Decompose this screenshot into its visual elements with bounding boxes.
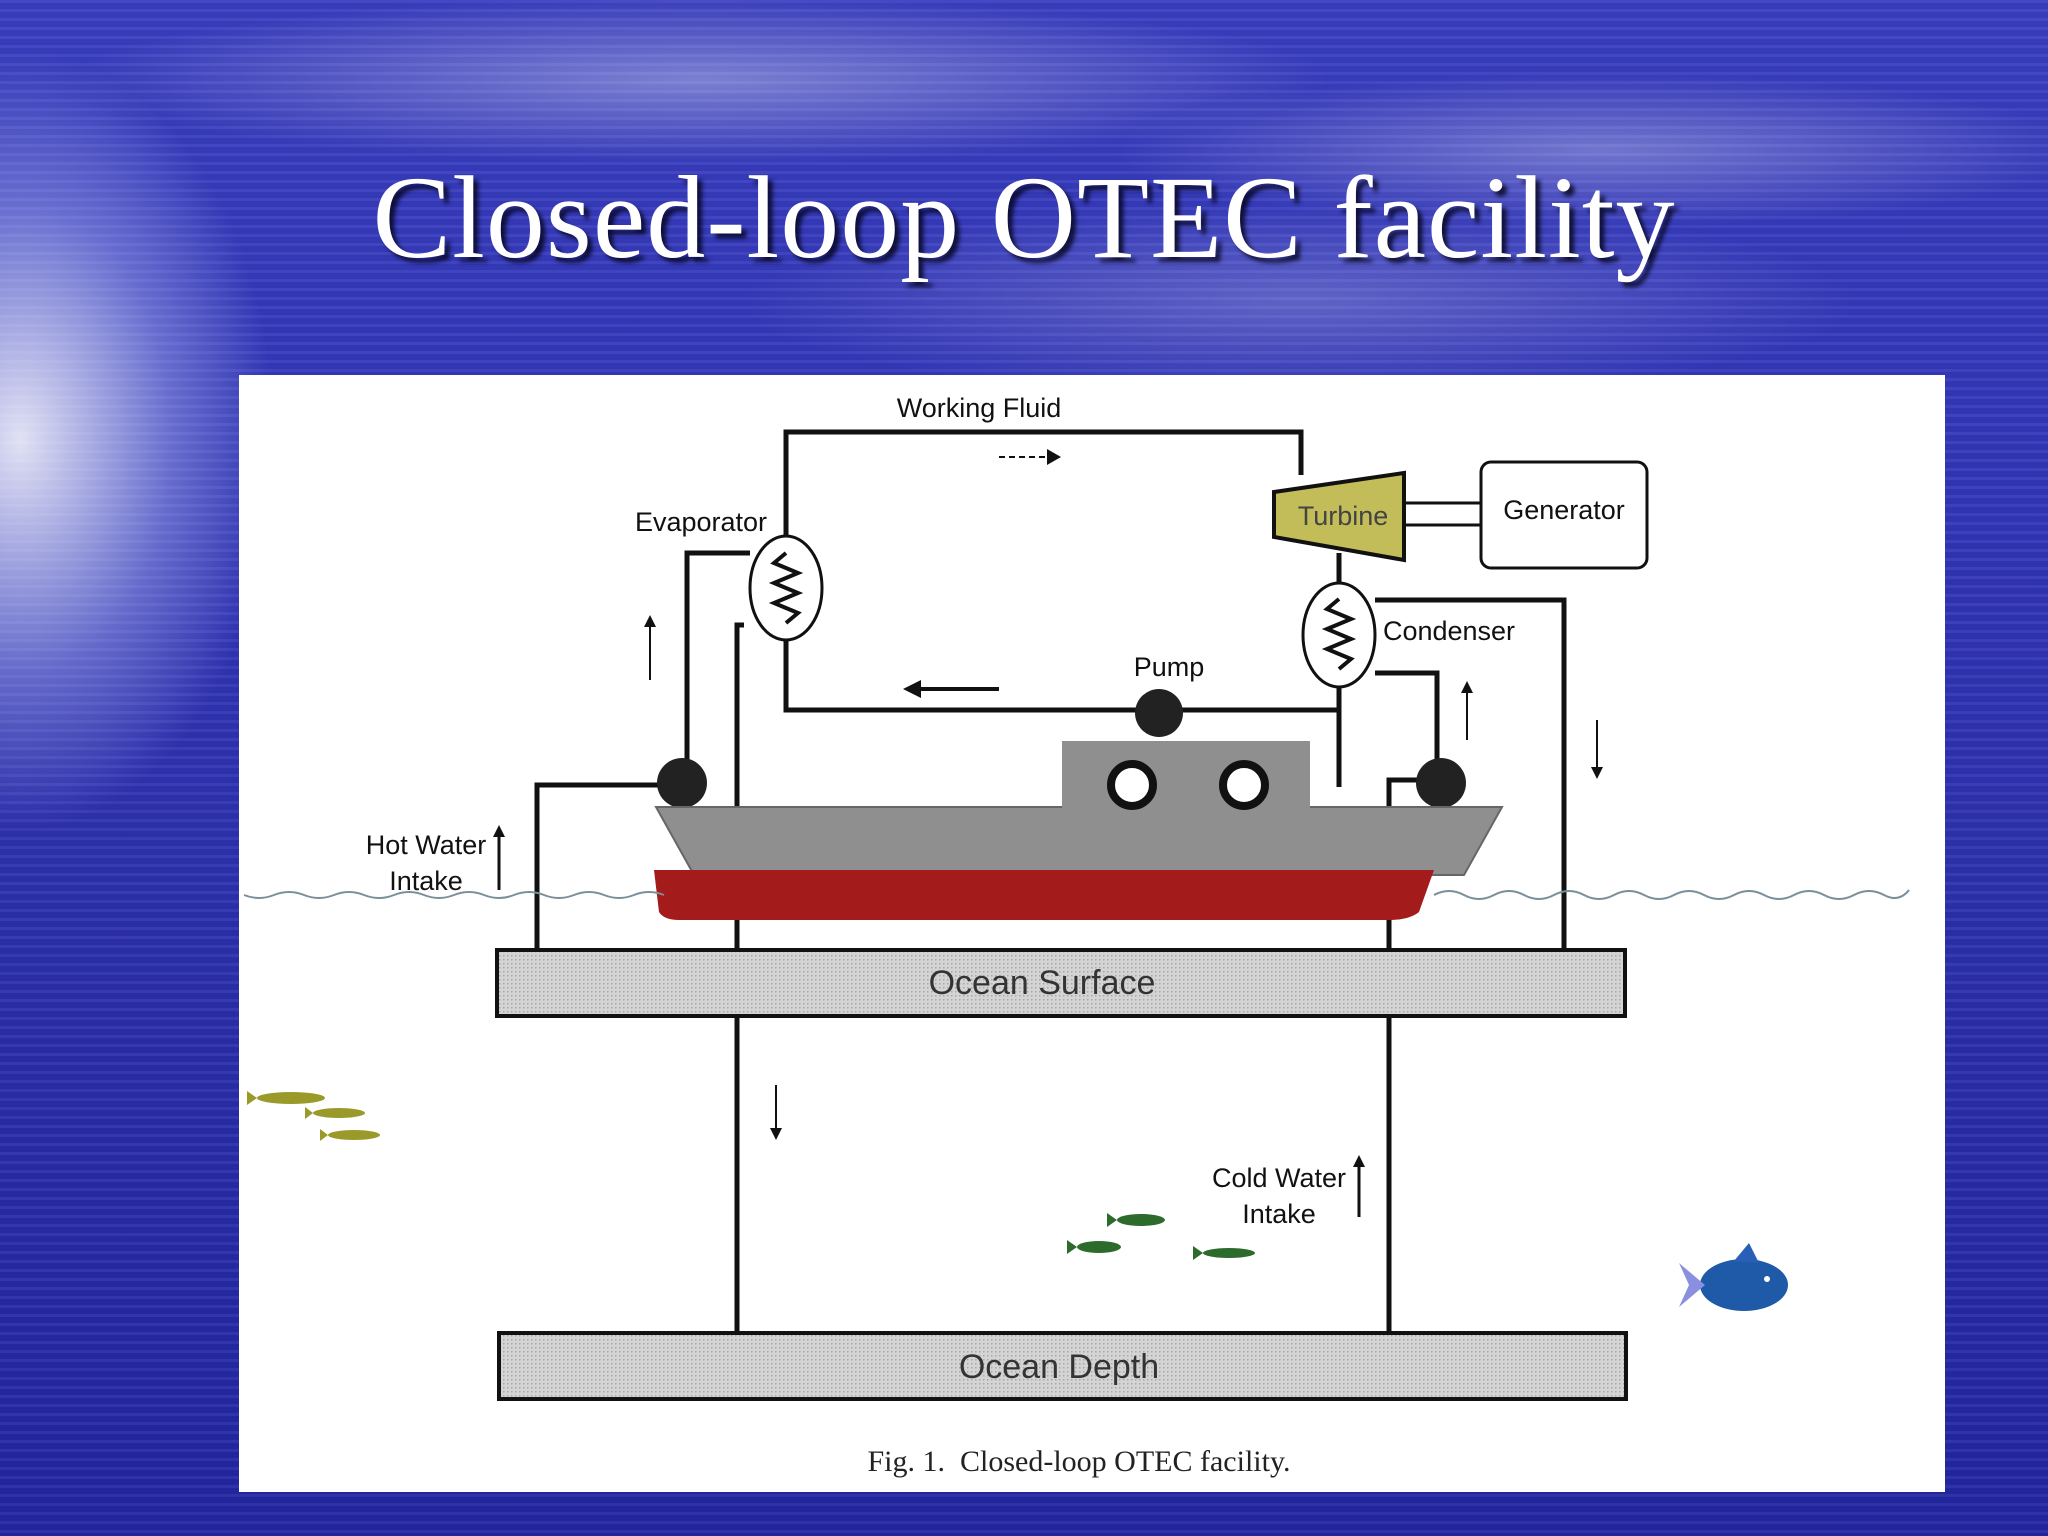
ship-deck	[654, 806, 1504, 876]
condenser-coil-icon	[1321, 597, 1357, 671]
hot-water-intake-label-line1: Hot Water	[366, 830, 487, 860]
return-flow-arrow	[903, 680, 999, 698]
figure-caption: Fig. 1. Closed-loop OTEC facility.	[867, 1445, 1290, 1478]
working-fluid-loop	[783, 429, 1342, 787]
working-fluid-pump	[1135, 689, 1183, 737]
cold-water-up-arrow	[1461, 681, 1473, 740]
turbine-generator-shaft	[1404, 501, 1481, 527]
slide-title: Closed-loop OTEC facility	[372, 152, 1676, 283]
ocean-depth-label: Ocean Depth	[959, 1348, 1159, 1386]
hot-water-intake-label-line2: Intake	[389, 866, 463, 896]
yellow-fish-school-icon	[247, 1091, 380, 1141]
ocean-surface-label: Ocean Surface	[929, 964, 1156, 1002]
working-fluid-label: Working Fluid	[897, 393, 1062, 423]
blue-fish-icon	[1679, 1243, 1788, 1311]
hot-water-intake-arrow	[493, 825, 505, 890]
otec-diagram: Working Fluid Turbine Generator Evaporat…	[243, 393, 1910, 1478]
ship-cabin	[1062, 741, 1310, 811]
sea-surface-line	[243, 889, 1910, 900]
porthole-icon	[1107, 760, 1157, 810]
turbine-label: Turbine	[1298, 501, 1389, 531]
generator-label: Generator	[1503, 495, 1625, 525]
cold-water-pump	[1416, 758, 1466, 808]
evaporator-coil-icon	[768, 551, 804, 625]
warm-water-pipes	[534, 550, 750, 1333]
evaporator-label: Evaporator	[635, 507, 767, 537]
warm-water-up-arrow	[644, 615, 656, 680]
turbine	[1272, 470, 1406, 563]
ship-hull	[654, 870, 1434, 920]
condenser-label: Condenser	[1383, 616, 1515, 646]
ocean-depth-platform	[497, 1331, 1628, 1401]
generator	[1479, 460, 1649, 570]
warm-water-pump	[657, 758, 707, 808]
cold-water-intake-label-line1: Cold Water	[1212, 1163, 1346, 1193]
cold-water-intake-label-line2: Intake	[1242, 1199, 1316, 1229]
porthole-icon	[1219, 760, 1269, 810]
working-fluid-arrow	[999, 449, 1061, 465]
ocean-surface-platform	[495, 948, 1627, 1018]
pump-label: Pump	[1134, 652, 1205, 682]
cold-water-intake-arrow	[1353, 1155, 1365, 1217]
discharge-down-arrow	[770, 1085, 782, 1140]
cold-discharge-down-arrow	[1591, 720, 1603, 779]
green-fish-school-icon	[1067, 1213, 1255, 1260]
otec-diagram-panel: Working Fluid Turbine Generator Evaporat…	[239, 375, 1945, 1492]
